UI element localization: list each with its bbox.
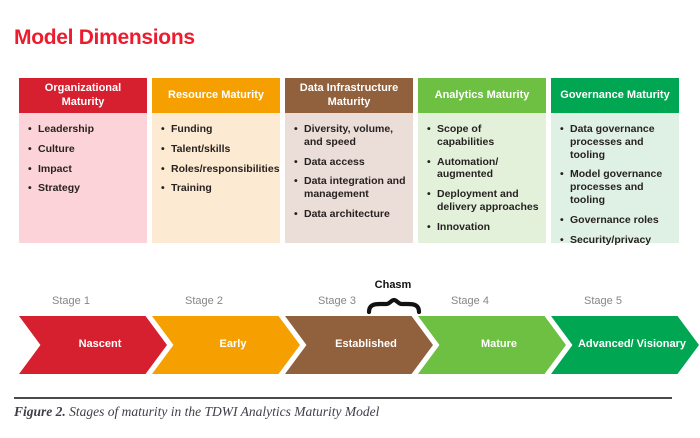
figure-caption-text: Stages of maturity in the TDWI Analytics… [65, 404, 380, 419]
list-item: Deployment and delivery approaches [427, 188, 541, 214]
list-item: Data architecture [294, 208, 408, 221]
bullet-list: Funding Talent/skills Roles/responsibili… [161, 123, 280, 195]
card-body: Scope of capabilities Automation/ augmen… [418, 113, 546, 243]
card-body: Funding Talent/skills Roles/responsibili… [152, 113, 280, 243]
card-analytics-maturity: Analytics Maturity Scope of capabilities… [418, 78, 546, 243]
card-header: Resource Maturity [152, 78, 280, 113]
card-header: Organizational Maturity [19, 78, 147, 113]
list-item: Data access [294, 156, 408, 169]
card-header: Governance Maturity [551, 78, 679, 113]
list-item: Impact [28, 163, 142, 176]
stage-arrow-nascent: Nascent [19, 316, 167, 374]
stage-arrow-advanced-visionary: Advanced/ Visionary [551, 316, 699, 374]
chasm-label: Chasm [374, 279, 412, 291]
list-item: Leadership [28, 123, 142, 136]
card-organizational-maturity: Organizational Maturity Leadership Cultu… [19, 78, 147, 243]
page-title: Model Dimensions [14, 26, 195, 49]
stage-4-label: Stage 4 [451, 295, 489, 307]
stage-name: Established [335, 338, 397, 351]
bullet-list: Scope of capabilities Automation/ augmen… [427, 123, 541, 234]
stage-name: Early [219, 338, 247, 351]
stage-2-label: Stage 2 [185, 295, 223, 307]
list-item: Model governance processes and tooling [560, 168, 674, 206]
bullet-list: Data governance processes and tooling Mo… [560, 123, 674, 246]
card-body: Diversity, volume, and speed Data access… [285, 113, 413, 243]
list-item: Automation/ augmented [427, 156, 541, 182]
dimension-cards: Organizational Maturity Leadership Cultu… [19, 78, 679, 246]
card-header: Analytics Maturity [418, 78, 546, 113]
stage-name: Mature [480, 338, 518, 351]
card-header: Data Infrastructure Maturity [285, 78, 413, 113]
list-item: Funding [161, 123, 275, 136]
card-data-infrastructure-maturity: Data Infrastructure Maturity Diversity, … [285, 78, 413, 243]
card-body: Leadership Culture Impact Strategy [19, 113, 147, 243]
stage-name: Advanced/ Visionary [577, 338, 686, 351]
card-body: Data governance processes and tooling Mo… [551, 113, 679, 246]
stage-arrow-established: Established [285, 316, 433, 374]
list-item: Talent/skills [161, 143, 275, 156]
list-item: Diversity, volume, and speed [294, 123, 408, 149]
bullet-list: Leadership Culture Impact Strategy [28, 123, 142, 195]
card-governance-maturity: Governance Maturity Data governance proc… [551, 78, 679, 246]
list-item: Training [161, 182, 275, 195]
list-item: Innovation [427, 221, 541, 234]
stage-arrow-early: Early [152, 316, 300, 374]
list-item: Governance roles [560, 214, 674, 227]
caption-divider [14, 397, 672, 399]
list-item: Data integration and management [294, 175, 408, 201]
stage-1-label: Stage 1 [52, 295, 90, 307]
card-resource-maturity: Resource Maturity Funding Talent/skills … [152, 78, 280, 243]
list-item: Security/privacy [560, 234, 674, 247]
figure-caption: Figure 2. Stages of maturity in the TDWI… [14, 404, 379, 420]
list-item: Culture [28, 143, 142, 156]
list-item: Roles/responsibilities [161, 163, 280, 176]
chasm-brace-icon [366, 298, 422, 314]
stage-name: Nascent [78, 338, 122, 351]
list-item: Scope of capabilities [427, 123, 541, 149]
figure-caption-prefix: Figure 2. [14, 404, 66, 419]
stage-5-label: Stage 5 [584, 295, 622, 307]
bullet-list: Diversity, volume, and speed Data access… [294, 123, 408, 221]
list-item: Data governance processes and tooling [560, 123, 674, 161]
stage-arrow-mature: Mature [418, 316, 566, 374]
stage-3-label: Stage 3 [318, 295, 356, 307]
list-item: Strategy [28, 182, 142, 195]
